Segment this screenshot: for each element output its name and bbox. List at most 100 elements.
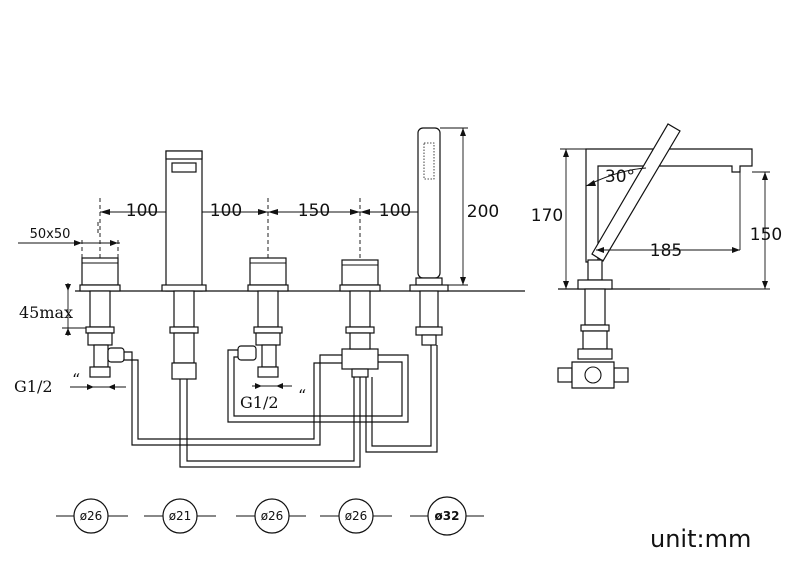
spout-unit bbox=[161, 150, 207, 380]
valve-body bbox=[255, 332, 281, 346]
side-base bbox=[577, 279, 613, 290]
nut bbox=[415, 326, 443, 336]
hole-circle bbox=[73, 498, 109, 534]
arrow-head bbox=[258, 209, 268, 215]
thread-label-left: G1/2 bbox=[14, 377, 53, 396]
left-handle-valve bbox=[79, 257, 125, 378]
side-lever bbox=[591, 123, 681, 262]
spacing-label: 100 bbox=[379, 201, 411, 221]
spout-outlet bbox=[171, 162, 197, 173]
hose-left-outer bbox=[124, 351, 342, 446]
arrow-head bbox=[268, 209, 278, 215]
diverter-outlet bbox=[351, 368, 369, 378]
shower-nozzles bbox=[423, 142, 435, 180]
side-inlet-left bbox=[557, 367, 573, 383]
arrow-head bbox=[596, 247, 604, 253]
arrow-head bbox=[563, 281, 569, 289]
arrow-head bbox=[100, 209, 110, 215]
arrow-head bbox=[586, 180, 596, 186]
hole-circle bbox=[254, 498, 290, 534]
diverter-handle-block bbox=[341, 259, 379, 286]
side-view: 170 30° 185 150 bbox=[531, 123, 782, 389]
valve-shank bbox=[257, 290, 279, 328]
hose-left-inner bbox=[124, 359, 342, 440]
spout-base bbox=[161, 284, 207, 292]
arrow-head bbox=[350, 209, 360, 215]
arrow-head bbox=[65, 284, 71, 291]
arrow-head bbox=[762, 172, 768, 180]
handle-block bbox=[249, 257, 287, 286]
hoses bbox=[124, 345, 438, 468]
spout-body-lower bbox=[173, 332, 195, 364]
arrow-head bbox=[460, 277, 466, 285]
arrow-head bbox=[563, 149, 569, 157]
valve-shank bbox=[349, 290, 371, 328]
outlet-stub bbox=[93, 344, 109, 368]
arrow-head bbox=[360, 209, 370, 215]
spout-shank bbox=[173, 290, 195, 328]
lever-cartridge bbox=[587, 259, 603, 281]
arrow-head bbox=[762, 281, 768, 289]
spacing-label: 150 bbox=[298, 201, 330, 221]
center-handle-valve bbox=[237, 257, 289, 378]
diverter-unit bbox=[339, 259, 381, 378]
spout-top bbox=[165, 150, 203, 160]
arrow-head bbox=[255, 383, 262, 389]
reach-185-label: 185 bbox=[650, 241, 682, 261]
hand-shower-unit bbox=[409, 127, 449, 346]
nut bbox=[85, 326, 115, 334]
hole-diameters: ø26 ø21 ø26 ø26 ø32 bbox=[56, 496, 484, 536]
handle-base bbox=[247, 284, 289, 292]
angle-label: 30° bbox=[605, 167, 635, 187]
deck-thickness-label: 45max bbox=[19, 303, 73, 322]
side-connector bbox=[237, 345, 257, 361]
shower-holder bbox=[415, 277, 443, 286]
nut bbox=[253, 326, 283, 334]
spacing-label: 100 bbox=[210, 201, 242, 221]
hose-shower-inner bbox=[371, 345, 432, 447]
spacing-label: 100 bbox=[126, 201, 158, 221]
arrow-head bbox=[276, 383, 283, 389]
diverter-body bbox=[341, 348, 379, 370]
handle-base bbox=[79, 284, 121, 292]
hole-diameter-label: ø26 bbox=[261, 509, 284, 523]
valve-shank bbox=[89, 290, 111, 328]
nut bbox=[345, 326, 375, 334]
diverter-neck bbox=[349, 332, 371, 350]
shower-shank bbox=[419, 290, 439, 328]
hose-spout-inner bbox=[186, 377, 355, 462]
hole-diameter-label: ø32 bbox=[435, 509, 460, 523]
nut bbox=[169, 326, 199, 334]
thread-mark-left: “ bbox=[72, 370, 80, 389]
side-nut bbox=[580, 324, 610, 332]
arrow-head bbox=[460, 128, 466, 136]
thread-label-center: G1/2 bbox=[240, 393, 279, 412]
hand-shower-head bbox=[417, 127, 441, 279]
spout-nut bbox=[171, 362, 197, 380]
side-connector bbox=[107, 347, 125, 363]
side-connector bbox=[577, 348, 613, 360]
hose-connector bbox=[421, 334, 437, 346]
outlet-nut bbox=[89, 366, 111, 378]
arrow-head bbox=[74, 240, 82, 246]
outlet-nut bbox=[257, 366, 279, 378]
side-shank bbox=[584, 288, 606, 326]
front-view: 100 100 150 100 50x50 45max G1/2 “ bbox=[14, 127, 525, 536]
hole-circle bbox=[162, 498, 198, 534]
side-body bbox=[582, 330, 608, 350]
height-150-label: 150 bbox=[750, 225, 782, 245]
arrow-head bbox=[108, 384, 115, 390]
side-inlet-right bbox=[613, 367, 629, 383]
valve-body bbox=[87, 332, 113, 346]
outlet-stub bbox=[261, 344, 277, 368]
arrow-head bbox=[110, 240, 118, 246]
side-valve-port bbox=[584, 366, 602, 384]
shower-base bbox=[409, 284, 449, 292]
arrow-head bbox=[65, 328, 71, 335]
thread-mark-center: “ bbox=[298, 386, 306, 405]
handle-block bbox=[81, 257, 119, 286]
handle-size-label: 50x50 bbox=[30, 227, 71, 242]
hole-circle bbox=[427, 496, 467, 536]
